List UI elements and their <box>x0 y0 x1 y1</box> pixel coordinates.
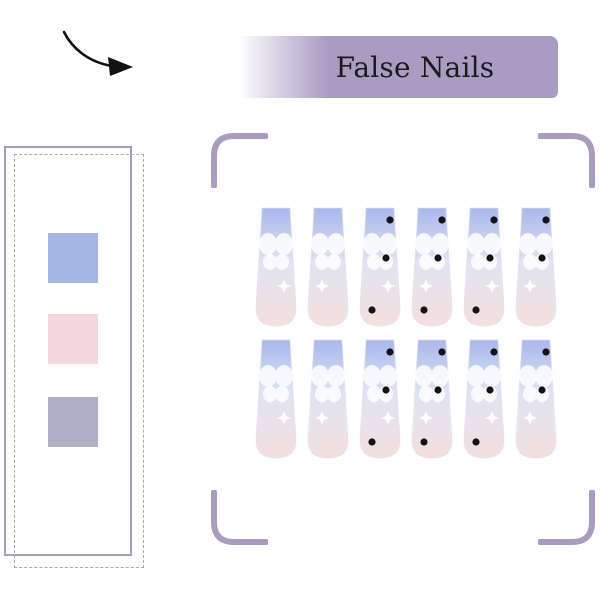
banner-title: False Nails <box>335 50 495 84</box>
nail <box>307 207 349 327</box>
butterfly-decoration <box>259 365 293 402</box>
rhinestone <box>542 348 550 356</box>
rhinestone <box>434 386 442 394</box>
rhinestone <box>490 216 498 224</box>
star-decoration <box>381 279 395 293</box>
rhinestone <box>486 386 494 394</box>
nail <box>255 339 297 459</box>
corner-bracket-top-left <box>211 133 268 188</box>
rhinestone <box>542 216 550 224</box>
nail <box>411 339 453 459</box>
butterfly-decoration <box>363 233 397 270</box>
rhinestone <box>538 386 546 394</box>
nail <box>463 207 505 327</box>
rhinestone <box>368 306 376 314</box>
nail <box>515 207 557 327</box>
rhinestone <box>382 254 390 262</box>
rhinestone <box>420 438 428 446</box>
rhinestone <box>472 438 480 446</box>
star-decoration <box>315 279 329 293</box>
corner-bracket-bottom-left <box>211 490 268 545</box>
star-decoration <box>523 411 537 425</box>
nails-illustration <box>255 207 557 459</box>
palette-dashed-border <box>14 154 144 568</box>
butterfly-decoration <box>311 233 345 270</box>
title-banner: False Nails <box>238 36 558 98</box>
rhinestone <box>386 216 394 224</box>
nail <box>359 339 401 459</box>
curved-arrow-icon <box>62 30 133 76</box>
butterfly-decoration <box>519 233 553 270</box>
rhinestone <box>434 254 442 262</box>
star-decoration <box>419 411 433 425</box>
rhinestone <box>490 348 498 356</box>
nail <box>515 339 557 459</box>
rhinestone <box>472 306 480 314</box>
rhinestone <box>538 254 546 262</box>
rhinestone <box>486 254 494 262</box>
butterfly-decoration <box>259 233 293 270</box>
nail <box>307 339 349 459</box>
swatch-blue <box>48 233 98 283</box>
rhinestone <box>420 306 428 314</box>
corner-bracket-bottom-right <box>538 490 595 545</box>
nail <box>411 207 453 327</box>
star-decoration <box>381 411 395 425</box>
star-decoration <box>485 279 499 293</box>
nail <box>463 339 505 459</box>
star-decoration <box>315 411 329 425</box>
star-decoration <box>485 411 499 425</box>
nail <box>359 207 401 327</box>
butterfly-decoration <box>311 365 345 402</box>
nail <box>255 207 297 327</box>
star-decoration <box>419 279 433 293</box>
star-decoration <box>277 411 291 425</box>
butterfly-decoration <box>519 365 553 402</box>
star-decoration <box>277 279 291 293</box>
rhinestone <box>438 348 446 356</box>
rhinestone <box>438 216 446 224</box>
rhinestone <box>382 386 390 394</box>
star-decoration <box>523 279 537 293</box>
palette-frame <box>4 146 132 556</box>
rhinestone <box>386 348 394 356</box>
corner-bracket-top-right <box>538 133 595 188</box>
swatch-lavender <box>48 397 98 447</box>
swatch-pink <box>48 314 98 364</box>
rhinestone <box>368 438 376 446</box>
